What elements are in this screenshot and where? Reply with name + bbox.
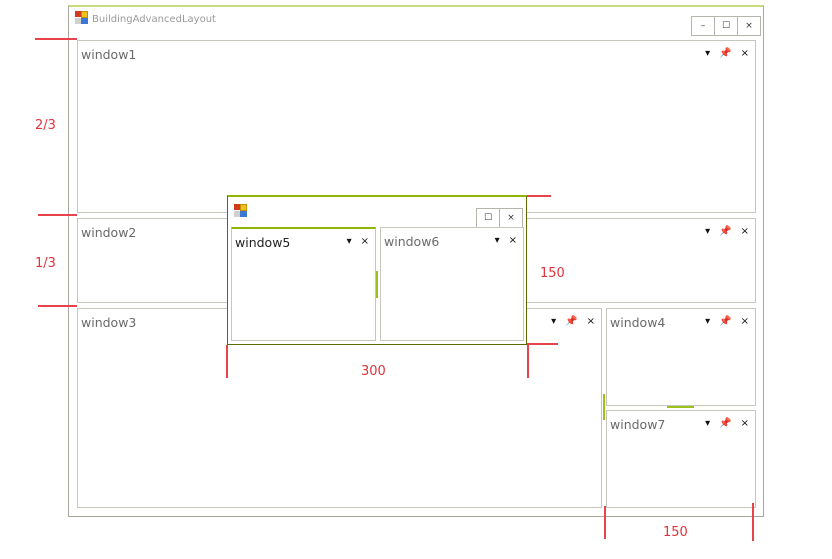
annotation-line xyxy=(226,345,228,378)
menu-dropdown-icon[interactable]: ▾ xyxy=(705,418,711,429)
horizontal-splitter-grip[interactable] xyxy=(667,406,694,408)
close-icon[interactable]: × xyxy=(740,418,749,429)
menu-dropdown-icon[interactable]: ▾ xyxy=(705,48,711,59)
annotation-float-width: 300 xyxy=(361,364,386,379)
pane-window1[interactable]: window1 ▾ 📌 × xyxy=(77,40,756,213)
annotation-line xyxy=(527,343,558,345)
menu-dropdown-icon[interactable]: ▾ xyxy=(494,235,500,246)
close-icon[interactable]: × xyxy=(360,236,369,247)
pane-title: window4 xyxy=(610,315,666,330)
annotation-line xyxy=(604,506,606,539)
pin-icon[interactable]: 📌 xyxy=(565,316,578,327)
pane-window7[interactable]: window7 ▾ 📌 × xyxy=(606,410,756,508)
pane-title: window2 xyxy=(81,225,137,240)
pane-title: window1 xyxy=(81,47,137,62)
pane-title: window6 xyxy=(384,234,440,249)
annotation-line xyxy=(38,214,77,216)
close-icon[interactable]: × xyxy=(740,226,749,237)
close-button[interactable]: × xyxy=(737,16,761,36)
floating-window-controls: ☐ × xyxy=(476,208,523,228)
floating-splitter-grip[interactable] xyxy=(376,271,378,298)
floating-app-icon xyxy=(234,204,248,218)
annotation-line xyxy=(527,345,529,378)
menu-dropdown-icon[interactable]: ▾ xyxy=(551,316,557,327)
pin-icon[interactable]: 📌 xyxy=(719,418,732,429)
app-icon xyxy=(75,11,89,25)
maximize-button[interactable]: ☐ xyxy=(714,16,738,36)
floating-maximize-button[interactable]: ☐ xyxy=(476,208,500,228)
pin-icon[interactable]: 📌 xyxy=(719,226,732,237)
annotation-line xyxy=(527,195,551,197)
pane-window5[interactable]: window5 ▾ × xyxy=(231,227,376,341)
pane-window6[interactable]: window6 ▾ × xyxy=(380,227,524,341)
pane-title: window5 xyxy=(235,235,291,250)
menu-dropdown-icon[interactable]: ▾ xyxy=(705,226,711,237)
close-icon[interactable]: × xyxy=(740,316,749,327)
vertical-splitter-grip[interactable] xyxy=(603,394,605,420)
pin-icon[interactable]: 📌 xyxy=(719,48,732,59)
menu-dropdown-icon[interactable]: ▾ xyxy=(705,316,711,327)
window-controls: – ☐ × xyxy=(691,16,761,36)
window-title: BuildingAdvancedLayout xyxy=(92,14,216,25)
annotation-line xyxy=(38,305,77,307)
annotation-ratio-bottom: 1/3 xyxy=(35,256,56,271)
annotation-float-height: 150 xyxy=(540,266,565,281)
close-icon[interactable]: × xyxy=(508,235,517,246)
annotation-ratio-top: 2/3 xyxy=(35,118,56,133)
annotation-line xyxy=(752,503,754,541)
menu-dropdown-icon[interactable]: ▾ xyxy=(346,236,352,247)
minimize-button[interactable]: – xyxy=(691,16,715,36)
annotation-line xyxy=(35,38,77,40)
floating-window[interactable]: ☐ × window5 ▾ × window6 ▾ × xyxy=(227,195,527,345)
close-icon[interactable]: × xyxy=(586,316,595,327)
close-icon[interactable]: × xyxy=(740,48,749,59)
pane-window4[interactable]: window4 ▾ 📌 × xyxy=(606,308,756,406)
pane-title: window7 xyxy=(610,417,666,432)
pane-title: window3 xyxy=(81,315,137,330)
pin-icon[interactable]: 📌 xyxy=(719,316,732,327)
annotation-right-width: 150 xyxy=(663,525,688,540)
floating-close-button[interactable]: × xyxy=(499,208,523,228)
